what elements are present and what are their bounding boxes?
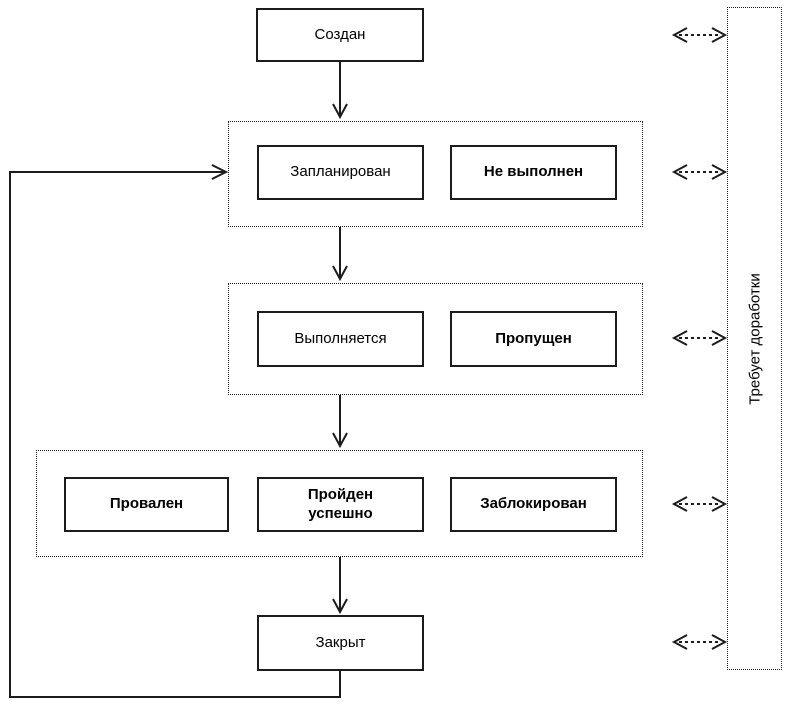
arrow-row3-to-closed-icon (332, 557, 348, 615)
arrow-row1-to-row2-icon (332, 227, 348, 282)
double-arrow-row1-rework-icon (671, 164, 728, 180)
node-skipped-label: Пропущен (495, 329, 572, 347)
node-closed: Закрыт (257, 615, 424, 671)
node-passed: Пройден успешно (257, 477, 424, 532)
node-planned-label: Запланирован (290, 163, 391, 181)
node-planned: Запланирован (257, 145, 424, 200)
arrow-row2-to-row3-icon (332, 395, 348, 449)
node-failed: Провален (64, 477, 229, 532)
node-blocked: Заблокирован (450, 477, 617, 532)
node-executing-label: Выполняется (294, 329, 387, 347)
double-arrow-row2-rework-icon (671, 330, 728, 346)
node-passed-label: Пройден успешно (307, 485, 374, 522)
arrow-closed-loop-to-row1-icon (9, 164, 341, 698)
group-planned-states (228, 121, 643, 227)
node-skipped: Пропущен (450, 311, 617, 367)
node-not-executed: Не выполнен (450, 145, 617, 200)
node-needs-rework: Требует доработки (727, 7, 782, 670)
group-result-states (36, 450, 643, 557)
group-executing-states (228, 283, 643, 395)
node-failed-label: Провален (109, 495, 184, 513)
double-arrow-created-rework-icon (671, 27, 728, 43)
node-not-executed-label: Не выполнен (483, 163, 584, 181)
node-created-label: Создан (314, 25, 366, 43)
double-arrow-row3-rework-icon (671, 496, 728, 512)
node-created: Создан (256, 8, 424, 62)
arrow-created-to-row1-icon (332, 62, 348, 120)
node-executing: Выполняется (257, 311, 424, 367)
node-needs-rework-label: Требует доработки (746, 272, 763, 405)
node-closed-label: Закрыт (315, 633, 366, 651)
double-arrow-closed-rework-icon (671, 634, 728, 650)
node-blocked-label: Заблокирован (480, 495, 587, 513)
